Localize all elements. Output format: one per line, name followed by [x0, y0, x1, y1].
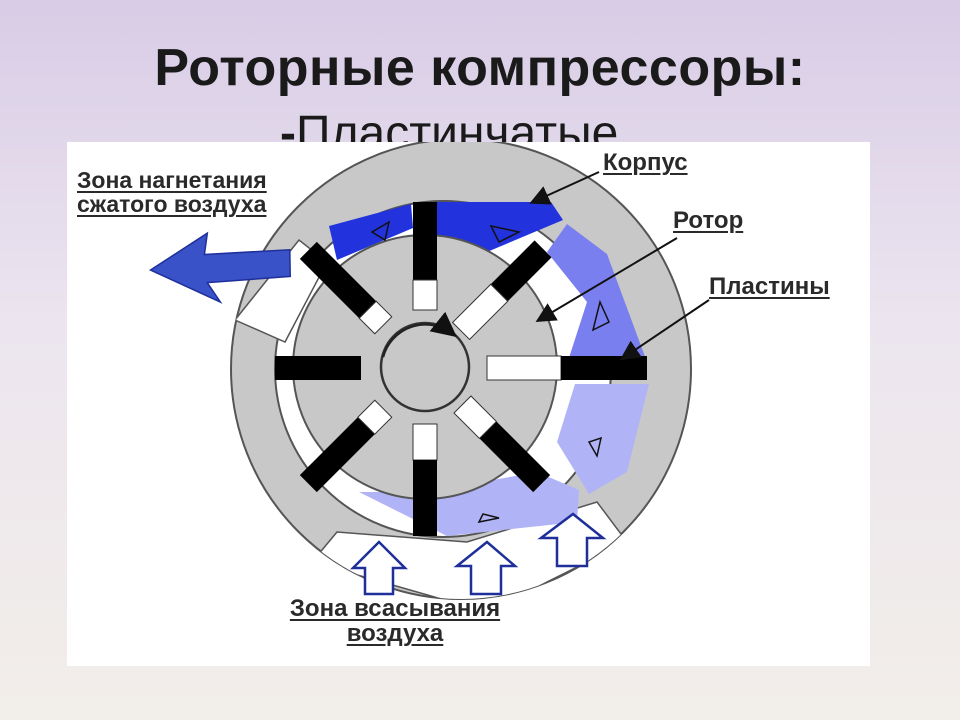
rotation-arrow	[381, 311, 457, 358]
vane-bottom-inner	[412, 423, 438, 461]
pocket-light-bottom	[359, 472, 579, 536]
pocket-mid	[547, 224, 647, 364]
compressor-drawing	[148, 142, 710, 600]
label-vanes: Пластины	[709, 273, 830, 300]
compressor-diagram: Зона нагнетания сжатого воздуха Корпус Р…	[67, 142, 870, 666]
vane-diag-topleft-inner	[358, 300, 393, 335]
vane-diag-topright-outer	[490, 240, 552, 302]
rotor-hub	[379, 321, 471, 413]
flow-triangle	[370, 220, 391, 242]
vane-diag-bottomleft-inner	[357, 399, 393, 435]
vane-top-inner	[412, 279, 438, 311]
pocket-light	[557, 384, 649, 494]
flow-triangle	[489, 224, 522, 244]
label-suction-line2: воздуха	[346, 620, 444, 648]
suction-arrow-2	[453, 540, 519, 596]
flow-triangle	[587, 436, 603, 459]
vane-diag-bottomright-inner	[453, 395, 498, 440]
label-discharge-zone: Зона нагнетания сжатого воздуха	[77, 168, 267, 216]
vane-bottom-outer	[413, 460, 437, 536]
vane-right-inner	[486, 355, 562, 381]
leader-housing	[529, 171, 600, 205]
label-housing: Корпус	[603, 149, 688, 176]
vane-top-outer	[413, 202, 437, 280]
slide-title: Роторные компрессоры:	[154, 39, 806, 97]
suction-arrow-1	[349, 540, 409, 596]
label-discharge-line1: Зона нагнетания	[77, 167, 267, 193]
discharge-arrow	[148, 231, 292, 304]
label-suction-zone: Зона всасывания воздуха	[259, 595, 531, 648]
leader-vanes	[619, 299, 710, 361]
suction-arrow-3	[537, 512, 607, 568]
flow-triangle	[591, 299, 610, 332]
vane-right-outer	[561, 356, 647, 380]
label-discharge-line2: сжатого воздуха	[77, 191, 267, 218]
flow-triangle	[477, 513, 500, 524]
label-rotor: Ротор	[673, 207, 744, 234]
vane-diag-bottomleft-outer	[299, 417, 375, 493]
vane-diag-bottomright-outer	[479, 421, 551, 493]
label-suction-line1: Зона всасывания	[289, 595, 501, 622]
vane-diag-topright-inner	[451, 283, 509, 341]
vane-left-outer	[275, 356, 361, 380]
leader-rotor	[535, 237, 678, 323]
vane-diag-topleft-outer	[299, 241, 377, 319]
